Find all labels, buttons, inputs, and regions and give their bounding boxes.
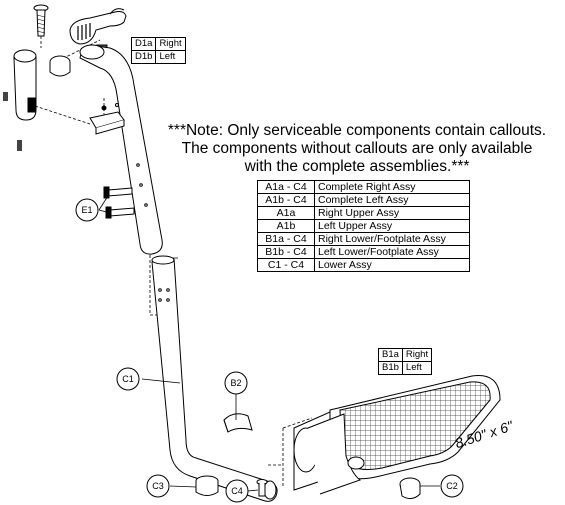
callout-c2: C2 (440, 474, 464, 498)
callout-c3-label: C3 (152, 481, 164, 491)
callout-b2-label: B2 (230, 378, 241, 388)
table-row: B1b Left (378, 361, 433, 375)
callout-e1: E1 (75, 198, 99, 222)
note-line-2: The components without callouts are only… (181, 140, 533, 157)
assy-code: A1a - C4 (257, 180, 315, 194)
callout-b2: B2 (224, 371, 248, 395)
callout-c4: C4 (225, 479, 249, 503)
d1-side-table: D1a Right D1b Left (130, 37, 186, 64)
cap-c3 (195, 475, 219, 496)
footplate (293, 375, 501, 495)
assy-code: A1a (257, 206, 315, 220)
assy-description: Complete Right Assy (314, 180, 470, 194)
assembly-guide-lines (34, 36, 313, 488)
assy-description: Lower Assy (314, 258, 470, 272)
assy-description: Complete Left Assy (314, 193, 470, 207)
code-cell: B1a (378, 348, 403, 362)
clip-b2 (223, 413, 253, 433)
clamp-block (89, 105, 125, 135)
screw-c4 (256, 479, 268, 497)
table-row: D1a Right (130, 37, 186, 51)
screws-e1 (103, 186, 135, 219)
assy-code: B1a - C4 (257, 232, 315, 246)
cap-c2 (399, 477, 421, 500)
assy-code: A1b - C4 (257, 193, 315, 207)
assy-description: Left Lower/Footplate Assy (314, 245, 470, 259)
note-line-1: ***Note: Only serviceable components con… (167, 122, 547, 139)
assy-description: Right Lower/Footplate Assy (314, 232, 470, 246)
callout-e1-label: E1 (81, 205, 92, 215)
side-cell: Right (401, 348, 433, 362)
note-line-3: with the complete assemblies.*** (244, 158, 470, 175)
side-cell: Left (155, 50, 186, 64)
callout-c2-label: C2 (446, 481, 458, 491)
code-cell: D1a (130, 37, 157, 51)
upper-tube-a1 (79, 44, 163, 255)
top-screw (33, 4, 49, 37)
table-row: D1b Left (130, 50, 186, 64)
callout-c3: C3 (146, 474, 170, 498)
callout-c4-label: C4 (231, 486, 243, 496)
assy-code: B1b - C4 (257, 245, 315, 259)
code-cell: B1b (378, 361, 403, 375)
lower-tube-c1 (151, 255, 278, 502)
callout-c1: C1 (116, 367, 140, 391)
callout-c1-label: C1 (122, 374, 134, 384)
side-cell: Right (155, 37, 186, 51)
side-handle (3, 49, 71, 151)
assy-code: A1b (257, 219, 315, 233)
serviceable-components-note: ***Note: Only serviceable components con… (152, 122, 562, 176)
b1-side-table: B1a Right B1b Left (378, 348, 433, 375)
assy-code: C1 - C4 (257, 258, 315, 272)
side-cell: Left (401, 361, 433, 375)
table-row: B1a Right (378, 348, 433, 362)
code-cell: D1b (130, 50, 157, 64)
assy-description: Right Upper Assy (314, 206, 470, 220)
callout-leaders (98, 195, 440, 492)
assy-description: Left Upper Assy (314, 219, 470, 233)
